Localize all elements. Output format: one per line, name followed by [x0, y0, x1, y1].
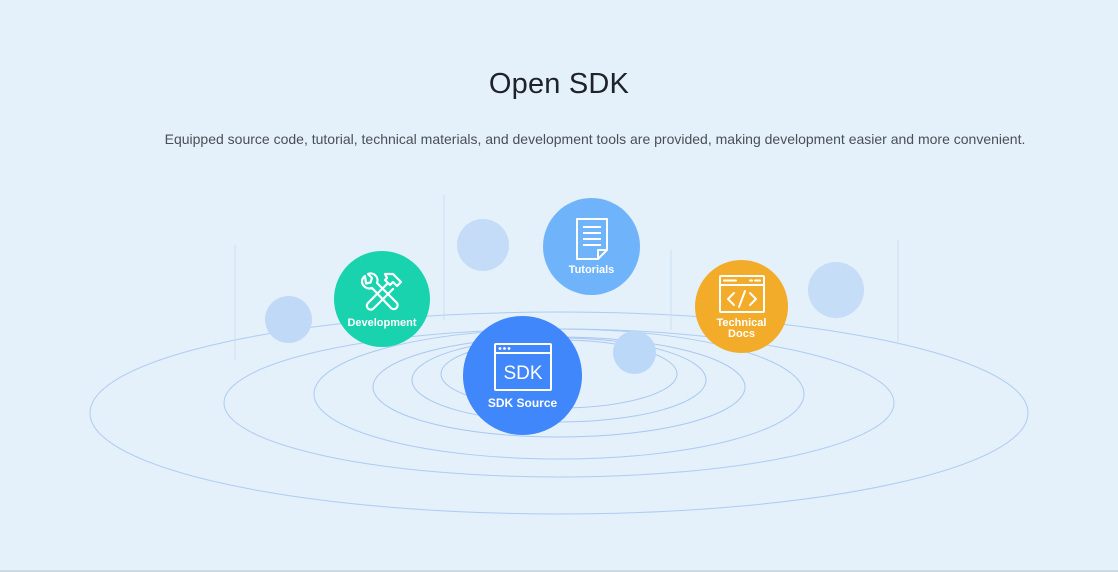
decorative-bubble [457, 219, 509, 271]
sdk-source-label: SDK Source [487, 396, 558, 410]
development-label: Development [347, 316, 417, 329]
technical-docs-label: Technical Docs [716, 316, 767, 340]
section-divider [0, 570, 1118, 572]
sdk-window-icon: SDK [493, 343, 552, 391]
decorative-bubble [808, 262, 864, 318]
document-icon [575, 218, 608, 260]
technical-docs-node[interactable]: Technical Docs [695, 260, 788, 353]
tools-icon [360, 271, 403, 311]
code-window-icon [718, 274, 765, 313]
page-description: Equipped source code, tutorial, technica… [164, 131, 1026, 147]
sdk-source-node[interactable]: SDK SDK Source [463, 316, 582, 435]
decorative-bubble [613, 331, 656, 374]
tutorials-label: Tutorials [568, 264, 615, 276]
decorative-bubble [265, 296, 312, 343]
development-node[interactable]: Development [334, 251, 430, 347]
tutorials-node[interactable]: Tutorials [543, 198, 640, 295]
sdk-icon-text: SDK [503, 363, 542, 384]
page-title: Open SDK [488, 68, 630, 100]
